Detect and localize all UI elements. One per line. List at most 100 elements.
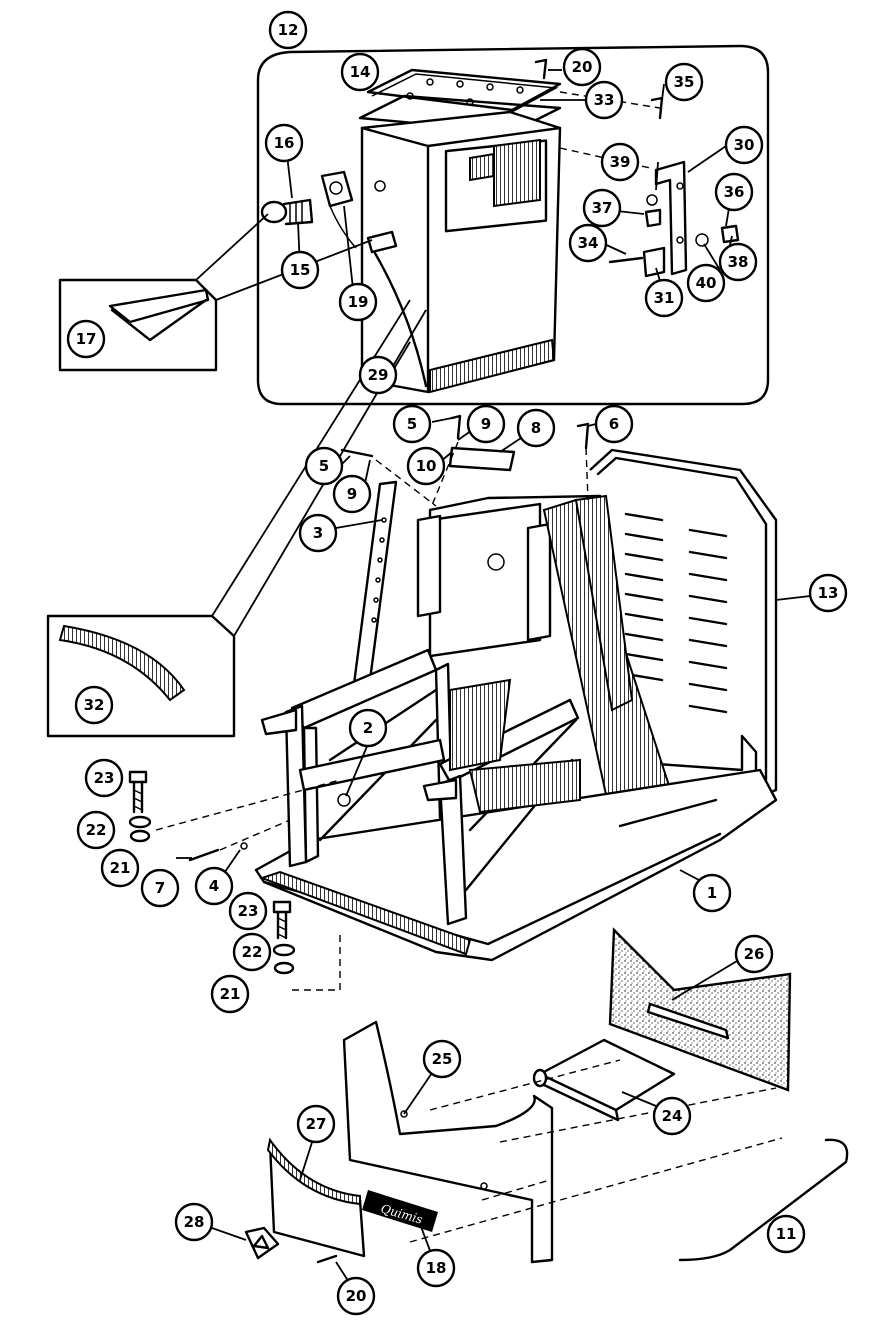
callout-32: 32 xyxy=(74,685,114,725)
svg-text:22: 22 xyxy=(242,943,263,961)
svg-text:36: 36 xyxy=(724,183,745,201)
callout-23-left: 23 xyxy=(84,758,124,798)
svg-text:29: 29 xyxy=(368,366,389,384)
callout-7: 7 xyxy=(140,868,180,908)
svg-text:34: 34 xyxy=(578,234,599,252)
svg-text:30: 30 xyxy=(734,136,755,154)
svg-text:18: 18 xyxy=(426,1259,447,1277)
callout-31: 31 xyxy=(644,278,684,318)
outline-11 xyxy=(678,1138,849,1262)
callout-23-center: 23 xyxy=(228,891,268,931)
knob-with-spring xyxy=(260,198,314,226)
callout-39: 39 xyxy=(600,142,640,182)
svg-text:20: 20 xyxy=(346,1287,367,1305)
callout-2: 2 xyxy=(348,708,388,748)
svg-text:21: 21 xyxy=(220,985,241,1003)
svg-text:13: 13 xyxy=(818,584,839,602)
callout-33: 33 xyxy=(584,80,624,120)
svg-text:16: 16 xyxy=(274,134,295,152)
callout-26: 26 xyxy=(734,934,774,974)
detail-box-upper xyxy=(256,44,770,406)
svg-text:24: 24 xyxy=(662,1107,683,1125)
panel-25 xyxy=(342,1020,554,1264)
svg-text:14: 14 xyxy=(350,63,371,81)
svg-text:26: 26 xyxy=(744,945,765,963)
svg-text:22: 22 xyxy=(86,821,107,839)
svg-text:4: 4 xyxy=(209,877,219,895)
svg-text:3: 3 xyxy=(313,524,323,542)
svg-text:1: 1 xyxy=(707,884,717,902)
fastener-stack-center xyxy=(188,819,341,991)
svg-text:40: 40 xyxy=(696,274,717,292)
plate-24 xyxy=(532,1038,676,1122)
callout-13: 13 xyxy=(808,573,848,613)
svg-text:5: 5 xyxy=(407,415,417,433)
callout-12: 12 xyxy=(268,10,308,50)
callout-4: 4 xyxy=(194,866,234,906)
svg-text:20: 20 xyxy=(572,58,593,76)
callout-11: 11 xyxy=(766,1214,806,1254)
callout-28: 28 xyxy=(174,1202,214,1242)
callout-8: 8 xyxy=(516,408,556,448)
callout-34: 34 xyxy=(568,223,608,263)
callout-17: 17 xyxy=(66,319,106,359)
callout-9-lower: 9 xyxy=(332,474,372,514)
panel-26 xyxy=(608,927,792,1092)
badge-28 xyxy=(244,1226,338,1264)
nameplate-18: Quimis xyxy=(362,1190,438,1232)
callout-18: 18 xyxy=(416,1248,456,1288)
callout-9-upper: 9 xyxy=(466,404,506,444)
callout-3: 3 xyxy=(298,513,338,553)
svg-text:17: 17 xyxy=(76,330,97,348)
svg-text:31: 31 xyxy=(654,289,675,307)
callout-10: 10 xyxy=(406,446,446,486)
callout-16: 16 xyxy=(264,123,304,163)
callout-24: 24 xyxy=(652,1096,692,1136)
callout-21-left: 21 xyxy=(100,848,140,888)
svg-text:19: 19 xyxy=(348,293,369,311)
svg-text:21: 21 xyxy=(110,859,131,877)
svg-text:11: 11 xyxy=(776,1225,797,1243)
svg-text:32: 32 xyxy=(84,696,105,714)
svg-text:25: 25 xyxy=(432,1050,453,1068)
callout-36: 36 xyxy=(714,172,754,212)
mounting-bracket xyxy=(320,170,357,249)
callout-40: 40 xyxy=(686,263,726,303)
callout-25: 25 xyxy=(422,1039,462,1079)
callout-19: 19 xyxy=(338,282,378,322)
callout-38: 38 xyxy=(718,242,758,282)
callout-29: 29 xyxy=(358,355,398,395)
fastener-stack-left xyxy=(128,770,341,843)
svg-text:15: 15 xyxy=(290,261,311,279)
callout-5-upper: 5 xyxy=(392,404,432,444)
callout-20-lower: 20 xyxy=(336,1276,376,1316)
svg-text:10: 10 xyxy=(416,457,437,475)
bottom-dashes xyxy=(409,1059,783,1243)
callout-6: 6 xyxy=(594,404,634,444)
detail-inset-17 xyxy=(58,213,373,372)
callout-21-center: 21 xyxy=(210,974,250,1014)
panel-27 xyxy=(266,1137,366,1258)
callout-22-left: 22 xyxy=(76,810,116,850)
svg-text:37: 37 xyxy=(592,199,613,217)
svg-text:35: 35 xyxy=(674,73,695,91)
svg-text:12: 12 xyxy=(278,21,299,39)
svg-text:27: 27 xyxy=(306,1115,327,1133)
svg-text:23: 23 xyxy=(238,902,259,920)
callout-15: 15 xyxy=(280,250,320,290)
callout-5-lower: 5 xyxy=(304,446,344,486)
svg-text:5: 5 xyxy=(319,457,329,475)
svg-text:6: 6 xyxy=(609,415,619,433)
callout-20-upper: 20 xyxy=(562,47,602,87)
callout-30: 30 xyxy=(724,125,764,165)
callout-27: 27 xyxy=(296,1104,336,1144)
callout-group: 1 2 3 4 5 5 6 7 8 9 9 10 11 12 13 14 15 … xyxy=(66,10,848,1316)
svg-text:7: 7 xyxy=(155,879,165,897)
callout-35: 35 xyxy=(664,62,704,102)
svg-text:9: 9 xyxy=(481,415,491,433)
svg-text:8: 8 xyxy=(531,419,541,437)
svg-text:2: 2 xyxy=(363,719,373,737)
svg-text:38: 38 xyxy=(728,253,749,271)
svg-text:9: 9 xyxy=(347,485,357,503)
